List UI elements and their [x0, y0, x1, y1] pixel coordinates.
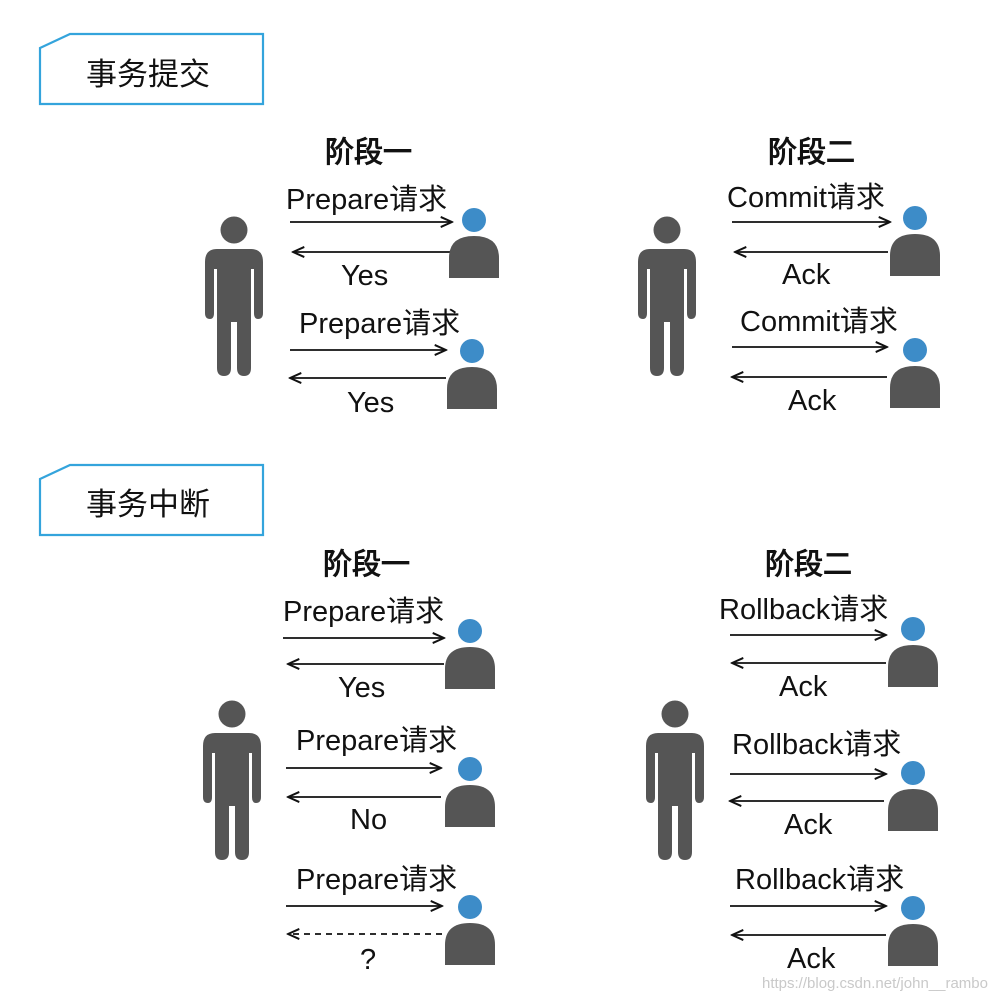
response-label: No	[350, 804, 388, 836]
phase-label-commit-2: 阶段二	[768, 135, 856, 169]
participant-icon	[445, 619, 495, 689]
request-label: Rollback请求	[719, 594, 889, 626]
person-icon	[638, 216, 696, 376]
section-tab-frame	[38, 32, 265, 106]
phase-label-abort-1: 阶段一	[323, 547, 411, 581]
request-label: Prepare请求	[299, 308, 461, 340]
participant-icon	[888, 761, 938, 831]
watermark: https://blog.csdn.net/john__rambo	[762, 975, 988, 992]
phase-label-abort-2: 阶段二	[765, 547, 853, 581]
response-label: Ack	[787, 943, 836, 975]
section-tab-frame	[38, 463, 265, 537]
participant-icon	[445, 895, 495, 965]
participant-icon	[890, 206, 940, 276]
request-label: Commit请求	[727, 182, 885, 214]
request-label: Rollback请求	[732, 729, 902, 761]
request-label: Commit请求	[740, 306, 898, 338]
participant-icon	[447, 339, 497, 409]
request-label: Rollback请求	[735, 864, 905, 896]
request-label: Prepare请求	[283, 596, 445, 628]
person-icon	[203, 700, 261, 860]
participant-icon	[449, 208, 499, 278]
response-label: Ack	[782, 259, 831, 291]
response-label: Ack	[788, 385, 837, 417]
response-label: Yes	[338, 672, 386, 704]
request-label: Prepare请求	[286, 184, 448, 216]
response-label: Yes	[347, 387, 395, 419]
participant-icon	[890, 338, 940, 408]
request-label: Prepare请求	[296, 864, 458, 896]
participant-icon	[888, 617, 938, 687]
participant-icon	[888, 896, 938, 966]
response-label: ?	[360, 944, 377, 976]
response-label: Yes	[341, 260, 389, 292]
participant-icon	[445, 757, 495, 827]
person-icon	[205, 216, 263, 376]
section-title-abort: 事务中断	[86, 487, 210, 523]
section-title-commit: 事务提交	[86, 57, 210, 93]
phase-label-commit-1: 阶段一	[325, 135, 413, 169]
person-icon	[646, 700, 704, 860]
response-label: Ack	[784, 809, 833, 841]
response-label: Ack	[779, 671, 828, 703]
request-label: Prepare请求	[296, 725, 458, 757]
